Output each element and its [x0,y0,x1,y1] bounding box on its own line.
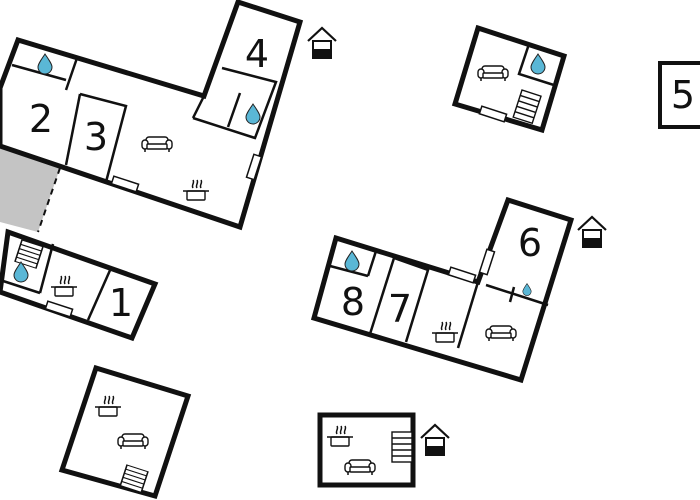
house-level-icon [306,26,338,60]
room-5-frame [658,61,700,129]
building-a-outline [0,0,304,231]
building-f [317,412,416,488]
terrace-dashed-edge [37,167,61,233]
building-c-outline [58,364,192,500]
building-d-outline [451,24,568,134]
room-number-5: 5 [671,73,695,117]
building-d [451,24,568,134]
building-b: 1 [0,228,159,342]
building-c [58,364,192,500]
room-number-2: 2 [29,97,53,141]
stairs-icon [391,431,413,463]
room-number-8: 8 [341,280,365,324]
room-number-4: 4 [245,32,269,76]
house-level-icon [419,423,451,457]
room-number-1: 1 [109,281,133,325]
building-a: 2 3 4 [0,0,304,233]
room-number-3: 3 [84,115,108,159]
house-level-icon [576,215,608,249]
room-number-7: 7 [388,287,412,331]
room-number-6: 6 [518,221,542,265]
building-e: 6 7 8 [310,196,575,384]
